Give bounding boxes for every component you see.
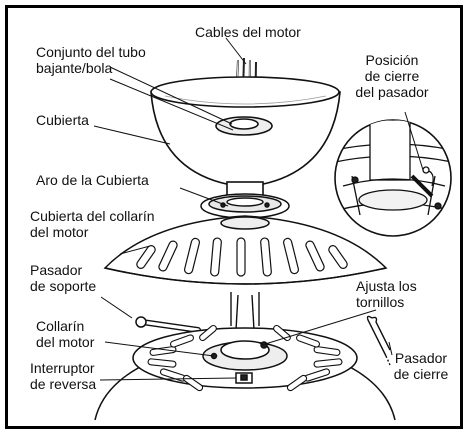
label-cubierta: Cubierta: [36, 112, 89, 128]
label-cubierta-collarin-line2: del motor: [30, 224, 89, 240]
label-pasador-soporte-line1: Pasador: [30, 262, 83, 278]
lock-position-inset: [334, 119, 452, 237]
label-pasador-cierre-line2: de cierre: [393, 366, 449, 382]
label-pasador-soporte-line2: de soporte: [30, 278, 97, 294]
label-interruptor-line1: Interruptor: [30, 360, 95, 376]
canopy: [150, 76, 341, 188]
label-collarin-line2: del motor: [36, 334, 95, 350]
label-posicion-line2: de cierre: [364, 68, 420, 84]
motor-collar-cover: [103, 215, 388, 285]
canopy-ring: [200, 193, 290, 219]
cotter-pin: [366, 315, 391, 366]
label-conjunto-tubo-line2: bajante/bola: [36, 60, 113, 76]
label-aro-cubierta: Aro de la Cubierta: [36, 172, 149, 188]
label-conjunto-tubo-line1: Conjunto del tubo: [36, 44, 146, 60]
motor-housing: [94, 324, 396, 421]
label-cubierta-collarin-line1: Cubierta del collarín: [30, 208, 155, 224]
label-collarin-line1: Collarín: [36, 318, 85, 334]
label-posicion-line3: del pasador: [355, 84, 429, 100]
label-ajusta-line2: tornillos: [356, 294, 405, 310]
label-cables-del-motor: Cables del motor: [195, 24, 301, 40]
support-pin: [135, 316, 201, 333]
label-interruptor-line2: de reversa: [30, 376, 97, 392]
label-pasador-cierre-line1: Pasador: [394, 350, 448, 366]
label-posicion-line1: Posición: [365, 52, 419, 68]
label-ajusta-line1: Ajusta los: [356, 278, 417, 294]
leader-lines: [93, 37, 424, 381]
